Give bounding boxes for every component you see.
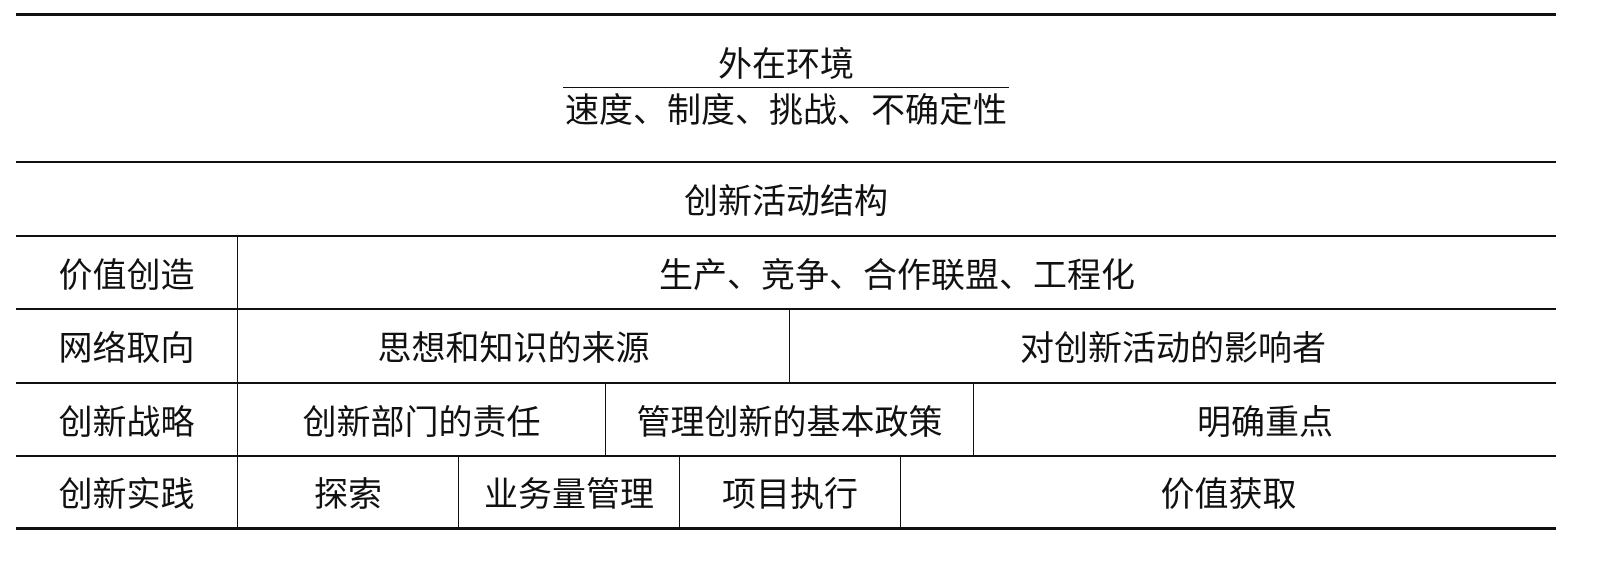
table-top-rule bbox=[16, 13, 1556, 16]
divider-header bbox=[16, 235, 1556, 237]
practice-item-project-execution: 项目执行 bbox=[680, 456, 901, 527]
strategy-item-responsibility: 创新部门的责任 bbox=[238, 383, 606, 455]
environment-fraction: 外在环境 速度、制度、挑战、不确定性 bbox=[563, 45, 1009, 132]
strategy-item-focus: 明确重点 bbox=[1197, 402, 1333, 443]
divider-row2 bbox=[16, 382, 1556, 384]
row-label-network-orientation: 网络取向 bbox=[16, 309, 238, 382]
row-innovation-strategy: 创新战略 创新部门的责任 管理创新的基本政策 明确重点 bbox=[16, 383, 1556, 455]
divider-row1 bbox=[16, 308, 1556, 310]
network-item-sources: 思想和知识的来源 bbox=[238, 309, 790, 382]
strategy-item-policy: 管理创新的基本政策 bbox=[606, 383, 974, 455]
environment-factors: 速度、制度、挑战、不确定性 bbox=[565, 91, 1007, 131]
divider-row3 bbox=[16, 455, 1556, 457]
practice-item-volume-management: 业务量管理 bbox=[459, 456, 680, 527]
structure-header-row: 创新活动结构 bbox=[16, 162, 1556, 235]
row-label-value-creation: 价值创造 bbox=[16, 236, 238, 308]
innovation-structure-table: 外在环境 速度、制度、挑战、不确定性 创新活动结构 价值创造 生产、竞争、合作联… bbox=[16, 13, 1556, 530]
row-label-innovation-strategy: 创新战略 bbox=[16, 383, 238, 455]
structure-header: 创新活动结构 bbox=[684, 182, 888, 222]
network-item-influencers: 对创新活动的影响者 bbox=[1020, 329, 1326, 369]
divider-env bbox=[16, 161, 1556, 163]
value-creation-item: 生产、竞争、合作联盟、工程化 bbox=[659, 255, 1135, 296]
row-label-innovation-practice: 创新实践 bbox=[16, 456, 238, 527]
practice-item-exploration: 探索 bbox=[238, 456, 459, 527]
external-environment-block: 外在环境 速度、制度、挑战、不确定性 bbox=[16, 16, 1556, 161]
row-innovation-practice: 创新实践 探索 业务量管理 项目执行 价值获取 bbox=[16, 456, 1556, 527]
table-bottom-rule bbox=[16, 527, 1556, 530]
row-network-orientation: 网络取向 思想和知识的来源 对创新活动的影响者 bbox=[16, 309, 1556, 382]
practice-item-value-capture: 价值获取 bbox=[1160, 475, 1297, 515]
row-value-creation: 价值创造 生产、竞争、合作联盟、工程化 bbox=[16, 236, 1556, 308]
environment-title: 外在环境 bbox=[563, 45, 1009, 88]
